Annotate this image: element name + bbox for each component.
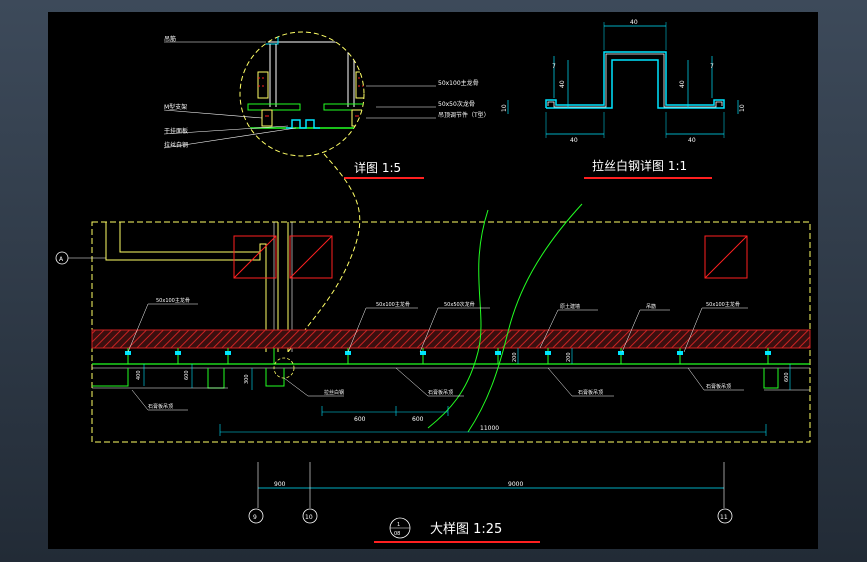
label-ceiling-top: 吊筋 [164,35,176,43]
label-gypsum-left: 石膏板吊顶 [148,403,173,410]
detail-circle [239,31,365,157]
profile-inner [547,53,723,108]
dim-h-200-a: 200 [512,352,518,362]
title-callout-sheet: 08 [394,531,400,537]
axis-10-bubble [302,508,318,524]
dim-h-mid-left: 600 [184,370,190,380]
detail-enlargement: 吊筋 M型支架 干挂面板 拉丝白钢 50x100主龙骨 50x50次龙骨 吊顶调… [163,31,490,179]
axis-a-label: A [59,256,64,263]
main-section-drawing: A [55,203,811,443]
break-curve-1 [427,209,489,429]
profile-dim-thickness-left: 10 [501,104,508,112]
grid-dim-right: 9000 [508,481,523,488]
profile-dim-top: 40 [630,19,638,26]
dim-h-200-b: 200 [566,352,572,362]
axis-11-bubble [717,508,733,524]
detail-batten-left [257,71,269,99]
label-keel-sub: 50x50次龙骨 [444,301,475,308]
profile-title: 拉丝白钢详图 1:1 [592,158,687,173]
label-main-keel: 50x100主龙骨 [438,79,479,87]
label-hanger: 吊筋 [646,303,656,310]
detail-subkeel-left [247,103,301,111]
detail-connector [287,153,361,353]
title-callout-number: 1 [397,522,400,528]
axis-10-label: 10 [305,514,313,521]
profile-dim-thickness-right: 10 [739,104,746,112]
detail-subkeel-right [323,103,364,111]
detail-steel-profile [286,119,320,129]
break-curve-2 [467,203,583,433]
profile-dim-right-height: 40 [679,80,686,88]
label-keel-right: 50x100主龙骨 [706,301,740,308]
dim-span-b: 600 [412,416,424,423]
label-keel-left: 50x100主龙骨 [156,297,190,304]
dim-h-300: 300 [244,374,250,384]
profile-dim-right-lip: 7 [710,63,714,70]
label-keel-mid: 50x100主龙骨 [376,301,410,308]
dim-total: 11000 [480,425,499,432]
dim-h-left: 400 [136,370,142,380]
profile-dim-left-height: 40 [559,80,566,88]
column-box-2 [289,235,333,279]
structural-slab [91,329,811,349]
steel-profile-detail: 40 40 40 7 7 10 10 40 40 拉丝白钢详图 1:1 [501,19,746,179]
dim-h-right: 600 [784,372,790,382]
label-panel: 干挂面板 [164,127,188,135]
grid-dim-left: 900 [274,481,286,488]
label-adjuster: 吊顶调节件（T型） [438,111,490,119]
detail-adjuster-right [351,109,363,127]
label-drawn-steel: 拉丝白钢 [164,141,188,149]
label-panel-mid: 石膏板吊顶 [428,389,453,396]
main-title-block: 1 08 大样图 1:25 [374,517,540,543]
drawing-sheet: 吊筋 M型支架 干挂面板 拉丝白钢 50x100主龙骨 50x50次龙骨 吊顶调… [55,19,811,543]
axis-11-label: 11 [720,514,728,521]
grid-axes: 900 9000 9 10 11 [248,462,733,524]
label-panel-right: 石膏板吊顶 [578,389,603,396]
detail-hanger-right [343,33,357,45]
axis-9-bubble [248,508,264,524]
drawing-canvas[interactable]: 吊筋 M型支架 干挂面板 拉丝白钢 50x100主龙骨 50x50次龙骨 吊顶调… [48,12,818,549]
main-title: 大样图 1:25 [430,522,502,537]
ceiling-hangers [127,348,769,364]
hanger-nodes [125,351,771,355]
label-sub-keel: 50x50次龙骨 [438,100,475,108]
profile-dim-bottom-left: 40 [570,137,578,144]
column-box-1 [233,235,277,279]
dim-span-a: 600 [354,416,366,423]
profile-dim-bottom-right: 40 [688,137,696,144]
axis-9-label: 9 [253,514,257,521]
label-steel-mid: 拉丝白钢 [324,389,344,396]
detail-title: 详图 1:5 [354,160,401,175]
profile-dim-left-lip: 7 [552,63,556,70]
label-panel-far-right: 石膏板吊顶 [706,383,731,390]
label-structure: 原土建墙 [560,303,580,310]
label-angle-iron: M型支架 [164,103,187,111]
detail-adjuster-left [261,109,273,127]
profile-outline [545,51,725,109]
column-box-3 [704,235,748,279]
